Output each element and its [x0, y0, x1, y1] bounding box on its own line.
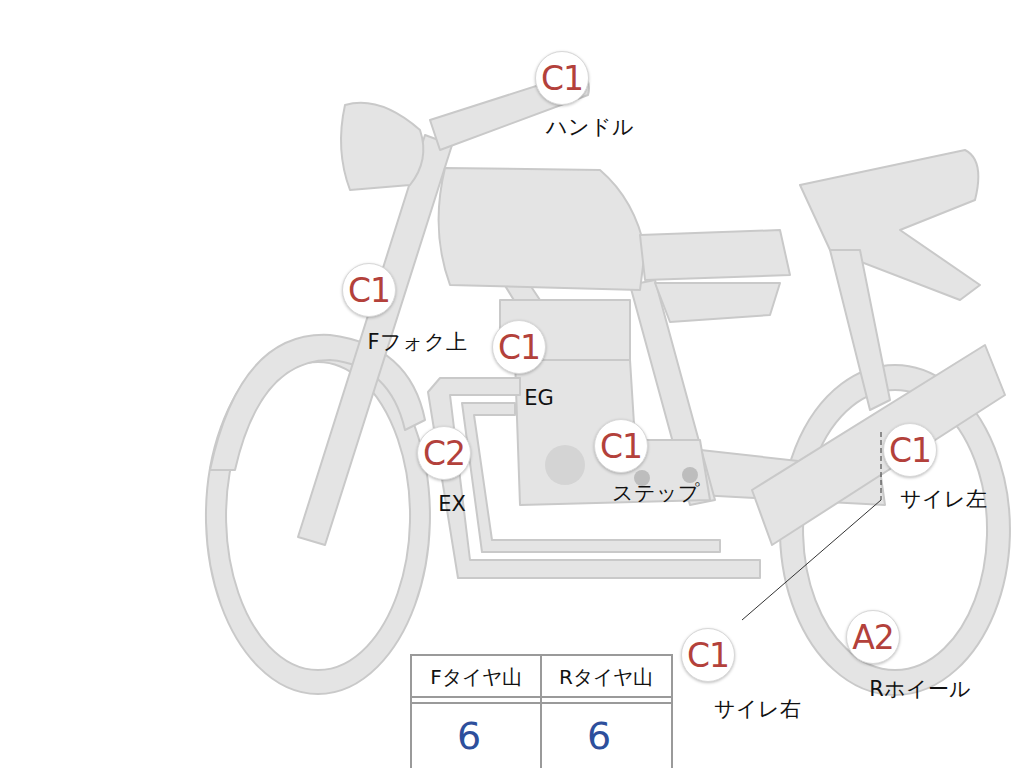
- callout-code: C1: [600, 430, 642, 463]
- callout-marker: C1ステップ: [594, 419, 648, 473]
- table-header: Rタイヤ山: [559, 667, 653, 687]
- rear-shock: [830, 250, 890, 410]
- callout-code: C1: [541, 62, 583, 95]
- part-name: EX: [438, 493, 466, 516]
- part-name: サイレ左: [900, 488, 987, 511]
- part-name: EG: [524, 387, 554, 410]
- front-fender: [210, 335, 425, 470]
- table-value: 6: [457, 717, 481, 755]
- engine-cover: [545, 445, 585, 485]
- table-value: 6: [587, 717, 611, 755]
- seat: [640, 230, 790, 280]
- callout-marker: C1EG: [492, 320, 546, 374]
- leader-line: [742, 500, 881, 620]
- callout-code: C1: [348, 274, 390, 307]
- part-name: Rホイール: [869, 678, 971, 701]
- callout-code: C1: [889, 434, 931, 467]
- callout-circle: C2: [417, 426, 471, 480]
- callout-marker: C2EX: [417, 426, 471, 480]
- part-name: ハンドル: [546, 116, 634, 139]
- callout-marker: C1サイレ左: [883, 423, 937, 477]
- engine-block: [515, 360, 710, 505]
- part-name: サイレ右: [714, 698, 801, 721]
- callout-circle: C1: [594, 419, 648, 473]
- callout-code: C1: [687, 639, 729, 672]
- callout-code: C1: [498, 331, 540, 364]
- callout-marker: C1サイレ右: [681, 628, 735, 682]
- headlight: [341, 103, 423, 190]
- callout-code: C2: [423, 437, 465, 470]
- exhaust-pipe: [428, 378, 760, 578]
- exhaust-pipe: [462, 403, 720, 552]
- leader-line: [881, 432, 882, 500]
- callout-circle: C1: [681, 628, 735, 682]
- callout-code: A2: [852, 621, 894, 654]
- callout-circle: C1: [342, 263, 396, 317]
- callout-circle: C1: [535, 51, 589, 105]
- part-name: ステップ: [612, 482, 700, 505]
- part-name: Fフォク上: [367, 331, 466, 354]
- muffler: [752, 345, 1005, 545]
- fuel-tank: [439, 168, 645, 290]
- callout-marker: C1ハンドル: [535, 51, 589, 105]
- rear-cowl: [800, 150, 980, 300]
- callout-circle: C1: [883, 423, 937, 477]
- side-cover: [655, 283, 780, 322]
- callout-circle: C1: [492, 320, 546, 374]
- callout-circle: A2: [846, 610, 900, 664]
- data-table: [411, 655, 672, 768]
- footpeg: [682, 467, 698, 483]
- callout-marker: C1Fフォク上: [342, 263, 396, 317]
- callout-marker: A2Rホイール: [846, 610, 900, 664]
- table-header: Fタイヤ山: [430, 667, 522, 687]
